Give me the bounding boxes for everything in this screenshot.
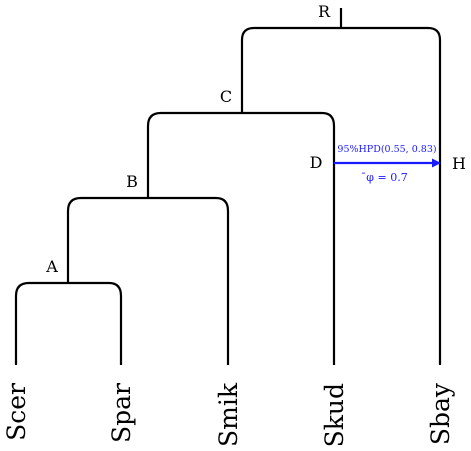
phi-annotation: ̄φ = 0.7 [361,171,407,184]
edge-r-clade [240,26,442,365]
taxon-label-skud: Skud [320,383,349,447]
taxon-label-scer: Scer [2,383,31,441]
edge-b-clade [66,196,230,365]
node-label-b: B [126,172,138,191]
reticulation-arrowhead [432,158,441,168]
taxon-label-smik: Smik [214,382,243,447]
node-label-r: R [318,2,331,21]
reticulation-source-label: D [310,153,323,172]
hpd-annotation: 95%HPD(0.55, 0.83) [337,144,436,155]
node-label-a: A [45,257,58,276]
reticulation-target-label: H [452,154,466,173]
taxon-label-spar: Spar [107,383,136,443]
edge-c-clade [146,111,336,365]
taxon-label-sbay: Sbay [426,382,455,445]
node-label-c: C [220,87,232,106]
edge-a-clade [14,281,123,365]
